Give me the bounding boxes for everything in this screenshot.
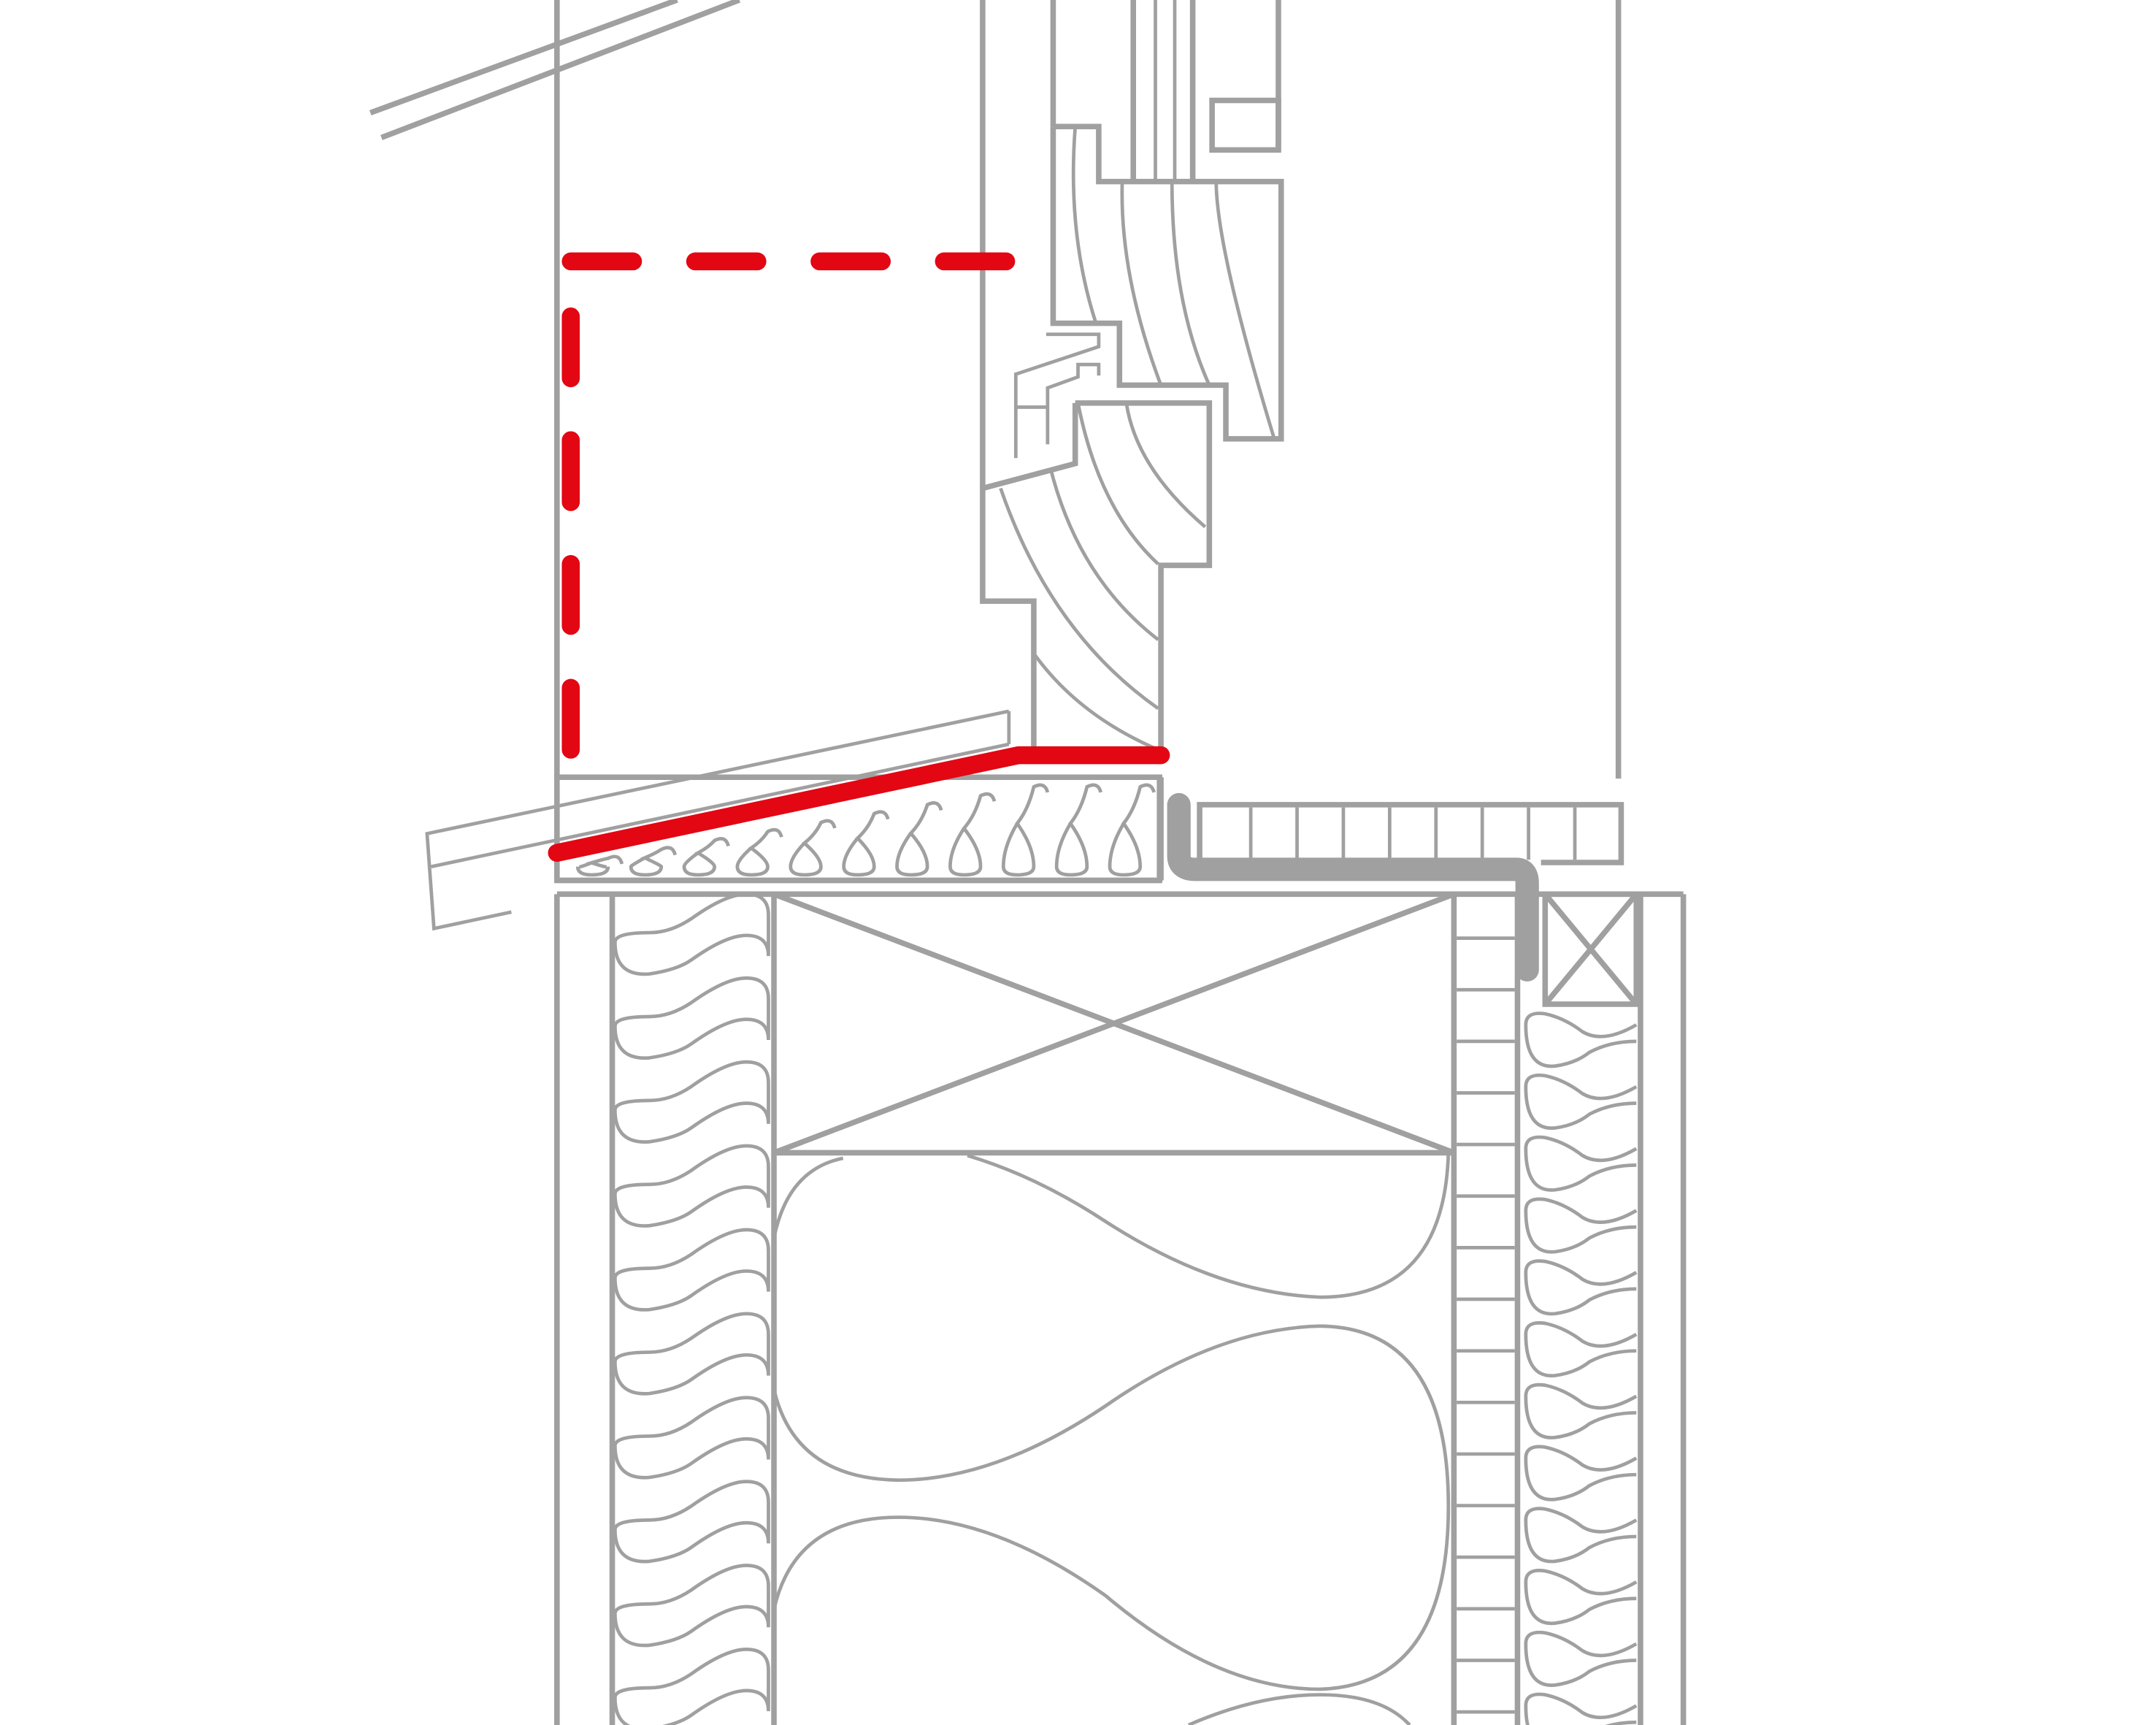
install-zone-dashed [561, 252, 1048, 773]
insulation-loop [1524, 1569, 1638, 1626]
insulation-loop [735, 827, 783, 877]
lath-board [1197, 802, 1624, 865]
insulation-loop [1108, 783, 1156, 877]
wall-frame [554, 891, 1687, 1725]
insulation-loop [842, 810, 890, 877]
insulation-loop [682, 837, 730, 877]
wall-insulation-left [613, 892, 770, 1725]
insulation-loop [613, 1060, 770, 1144]
insulation-loop [895, 801, 943, 877]
insulation-loop [613, 892, 770, 976]
insulation-loop [1524, 1507, 1638, 1564]
insulation-loop [1524, 1197, 1638, 1254]
membrane [1167, 792, 1539, 982]
insulation-loop [1054, 783, 1103, 877]
insulation-loop [613, 976, 770, 1060]
insulation-loop [1524, 1011, 1638, 1068]
insulation-loop [1524, 1692, 1638, 1725]
insulation-loop [1524, 1135, 1638, 1192]
insulation-loop [1001, 783, 1050, 877]
insulation-loop [789, 819, 837, 877]
insulation-loop [613, 1396, 770, 1480]
wall-verticals-upper [554, 0, 1622, 779]
insulation-loop [613, 1648, 770, 1725]
window-frame [980, 0, 1284, 754]
insulation-loop [613, 1312, 770, 1396]
insulation-loop [948, 792, 997, 877]
sill-insulation [554, 774, 1164, 884]
insulation-loop [1524, 1321, 1638, 1378]
insulation-loop [613, 1480, 770, 1564]
wall-insulation-right [1524, 1011, 1638, 1725]
roof-lines [369, 0, 741, 140]
window-sill-board [425, 709, 1011, 931]
wall-insulation-large [772, 1152, 1451, 1725]
insulation-loop [575, 854, 624, 877]
insulation-loop [613, 1228, 770, 1312]
insulation-loop [1524, 1630, 1638, 1687]
insulation-loop [1524, 1074, 1638, 1130]
insulation-loop [613, 1144, 770, 1228]
insulation-loop [629, 846, 678, 877]
insulation-loop [1524, 1382, 1638, 1439]
air-barrier-line [548, 746, 1170, 862]
insulation-loop [613, 1564, 770, 1648]
insulation-loop [1524, 1259, 1638, 1316]
insulation-loop [1524, 1445, 1638, 1502]
